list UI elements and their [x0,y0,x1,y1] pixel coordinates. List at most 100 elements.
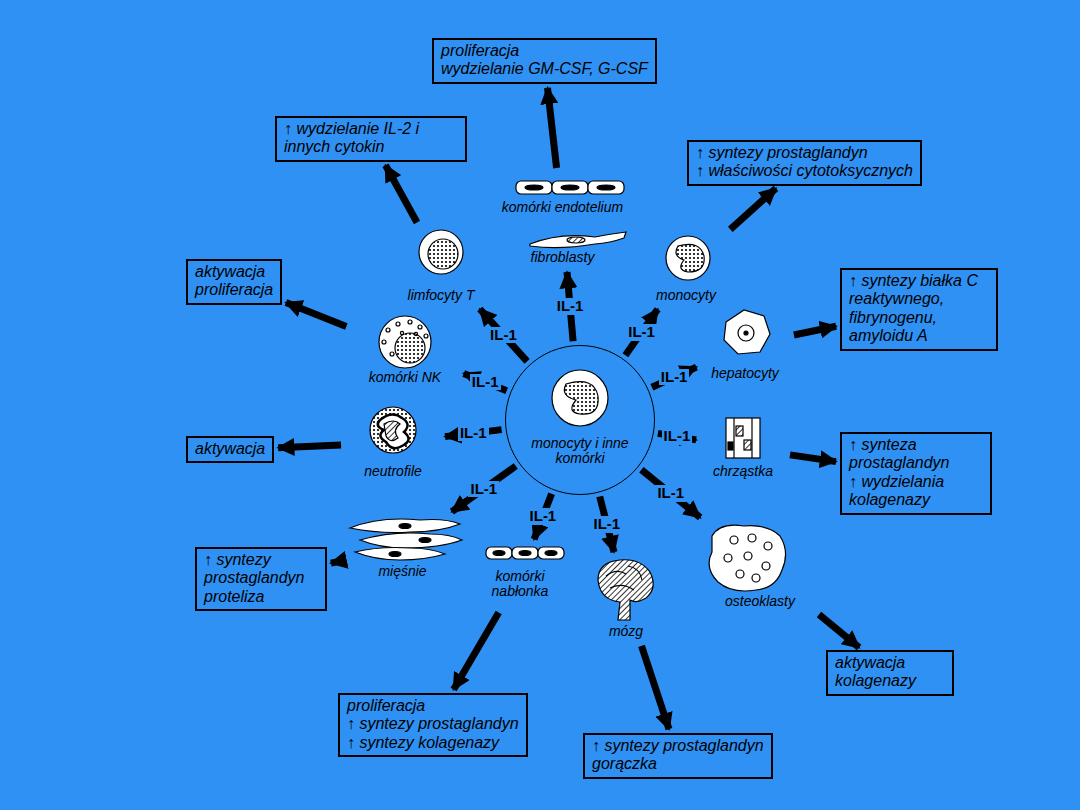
signal-arrow [480,309,527,361]
cell-label: chrząstka [700,464,786,479]
signal-arrow [452,466,516,512]
hepatocyte [724,310,770,354]
effect-text: ↑ syntezy prostaglandyn [696,144,913,162]
effect-text: aktywacja [195,263,273,281]
fibroblast [530,232,626,248]
cartilage [726,418,760,458]
signal-arrow [652,367,697,387]
signal-arrow [331,562,336,563]
edge-label: IL-1 [655,485,686,502]
effect-text: ↑ synteza prostaglandyn [849,436,983,473]
osteoclast [709,525,785,591]
effect-box: proliferacja↑ syntezy prostaglandyn↑ syn… [338,693,528,757]
cell-label: mięśnie [340,564,465,579]
effect-box: ↑ wydzielanie IL-2 i innych cytokin [275,116,467,162]
target-cell: mózg [588,556,664,642]
signal-arrow [454,613,499,690]
effect-text: aktywacja [195,440,265,458]
target-cell: neutrofile [345,404,441,482]
signal-arrow [625,309,657,355]
cell-label: monocyty [640,288,732,303]
effect-box: aktywacja kolagenazy [826,650,954,696]
effect-text: wydzielanie GM-CSF, G-CSF [441,60,648,78]
effect-text: ↑ syntezy prostaglandyn [347,715,519,733]
neutrophil [370,407,416,453]
effect-text: ↑ wydzielanie IL-2 i innych cytokin [284,120,458,157]
target-cell: komórki NK [350,312,460,388]
cell-label: neutrofile [345,464,441,479]
edge-label: IL-1 [458,425,489,442]
effect-text: proliferacja [441,42,648,60]
cell-label: komórki NK [350,370,460,385]
effect-text: ↑ syntezy białka C reaktywnego, fibrynog… [849,272,989,346]
edge-label: IL-1 [528,508,559,525]
effect-text: ↑ syntezy kolagenazy [347,734,519,752]
target-cell: osteoklasty [700,520,820,612]
cell-label: komórki nabłonka [475,569,565,600]
edge-label: IL-1 [470,374,501,391]
epithelial-cells [486,547,564,559]
edge-label: IL-1 [659,369,690,386]
edge-label: IL-1 [555,298,586,315]
effect-text: ↑ syntezy prostaglandyn [204,551,318,588]
edge-label: IL-1 [488,327,519,344]
effect-box: ↑ syntezy prostaglandynproteliza [195,547,327,611]
effect-text: gorączka [592,755,764,773]
edge-label: IL-1 [591,516,622,533]
signal-arrow [548,88,557,168]
t-lymphocyte [419,230,463,274]
target-cell: monocyty [640,232,732,306]
cell-label: limfocyty T [395,288,487,303]
effect-box: ↑ syntezy prostaglandyn↑ właściwości cyt… [687,140,922,186]
cell-label: fibroblasty [495,250,630,265]
signal-arrow [278,445,341,448]
signal-arrow [794,326,836,335]
brain [598,560,653,620]
signal-arrow [464,374,507,391]
target-cell: limfocyty T [395,226,487,306]
cell-label: komórki endotelium [495,200,630,215]
target-cell: komórki endotelium fibroblasty [495,172,630,268]
cell-label: monocyty i inne komórki [520,436,640,467]
source-cell: monocyty i inne komórki [505,345,655,495]
cell-label: hepatocyty [700,366,790,381]
target-cell: chrząstka [700,414,786,482]
effect-text: ↑ syntezy prostaglandyn [592,737,764,755]
effect-box: ↑ synteza prostaglandyn↑ wydzielania kol… [840,432,992,515]
signal-arrow [819,615,859,648]
cell-label: osteoklasty [700,594,820,609]
effect-box: ↑ syntezy prostaglandyngorączka [583,733,773,779]
central-monocyte [552,370,608,426]
endothelium-cells [516,181,624,194]
effect-text: proteliza [204,588,318,606]
effect-box: aktywacjaproliferacja [186,259,282,305]
effect-text: proliferacja [347,697,519,715]
cell-label: mózg [588,624,664,639]
monocyte [666,236,710,280]
effect-text: ↑ właściwości cytotoksycznych [696,162,913,180]
nk-cell [379,316,431,368]
edge-label: IL-1 [662,428,693,445]
effect-text: proliferacja [195,281,273,299]
signal-arrow [641,470,700,518]
effect-box: ↑ syntezy białka C reaktywnego, fibrynog… [840,268,998,351]
signal-arrow [642,646,670,729]
effect-text: ↑ wydzielania kolagenazy [849,473,983,510]
target-cell: hepatocyty [700,306,790,384]
muscle-cells [350,519,462,560]
edge-label: IL-1 [626,324,657,341]
effect-box: proliferacjawydzielanie GM-CSF, G-CSF [432,38,657,84]
signal-arrow [730,188,776,229]
effect-box: aktywacja [186,436,274,463]
signal-arrow [286,303,346,327]
signal-arrow [386,165,418,222]
signal-arrow [790,455,836,462]
target-cell: mięśnie [340,514,465,580]
effect-text: aktywacja kolagenazy [835,654,945,691]
edge-label: IL-1 [468,481,499,498]
target-cell: komórki nabłonka [475,543,565,609]
